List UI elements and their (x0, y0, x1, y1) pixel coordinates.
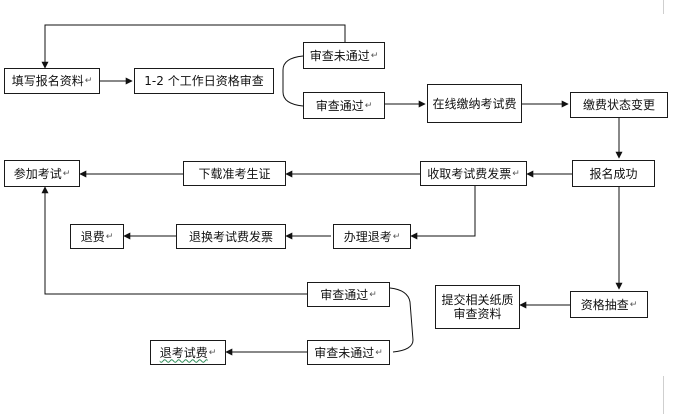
paragraph-mark-icon: ↵ (105, 231, 114, 242)
node-review-pass-2-label: 审查通过 (320, 287, 369, 302)
node-spot-check-label: 资格抽查 (580, 297, 629, 312)
node-download-ticket: 下载准考生证 (183, 161, 286, 186)
paragraph-mark-icon: ↵ (84, 76, 93, 86)
node-withdraw-label: 办理退考 (343, 229, 392, 244)
node-withdraw: 办理退考↵ (333, 224, 411, 249)
edge-pass2-to-exam (41, 186, 307, 295)
node-refund: 退费↵ (70, 224, 124, 249)
edge-receipt-to-withdraw (410, 186, 476, 240)
node-submit-docs-label: 提交相关纸质审查资料 (441, 293, 514, 321)
node-fill-info: 填写报名资料↵ (4, 68, 100, 94)
node-online-pay-label: 在线缴纳考试费 (432, 96, 517, 111)
node-pay-status-label: 缴费状态变更 (582, 98, 655, 112)
node-review-pass-2: 审查通过↵ (307, 282, 390, 307)
node-download-ticket-label: 下载准考生证 (198, 166, 271, 181)
node-refund-fee-label: 退考试费 (159, 345, 208, 360)
paragraph-mark-icon: ↵ (629, 299, 638, 310)
node-review-days-label: 1-2 个工作日资格审查 (144, 74, 264, 88)
paragraph-mark-icon: ↵ (392, 231, 401, 242)
node-refund-label: 退费 (80, 229, 105, 244)
node-exchange-receipt: 退换考试费发票 (176, 224, 286, 249)
edge-submit-bracket (389, 287, 414, 353)
node-submit-docs: 提交相关纸质审查资料 (435, 285, 520, 329)
paragraph-mark-icon: ↵ (512, 168, 520, 179)
node-review-fail-2: 审查未通过↵ (307, 340, 390, 365)
node-review-pass-1: 审查通过↵ (303, 92, 385, 119)
edge-fail-loop (41, 24, 346, 69)
node-spot-check: 资格抽查↵ (570, 291, 648, 318)
paragraph-mark-icon: ↵ (375, 347, 383, 358)
node-fill-info-label: 填写报名资料 (11, 74, 84, 88)
node-review-pass-1-label: 审查通过 (315, 98, 364, 113)
node-signup-ok: 报名成功 (572, 160, 655, 187)
node-review-fail-2-label: 审查未通过 (314, 345, 375, 360)
node-refund-fee: 退考试费↵ (150, 340, 226, 365)
paragraph-mark-icon: ↵ (62, 168, 71, 179)
node-review-days: 1-2 个工作日资格审查 (134, 68, 274, 94)
paragraph-mark-icon: ↵ (208, 347, 217, 358)
paragraph-mark-icon: ↵ (370, 50, 379, 61)
page-margin-mark-bottom (663, 376, 664, 414)
node-review-fail-1-label: 审查未通过 (309, 48, 370, 63)
node-receipt: 收取考试费发票↵ (420, 161, 527, 186)
node-exchange-receipt-label: 退换考试费发票 (188, 229, 273, 244)
node-receipt-label: 收取考试费发票 (427, 166, 512, 181)
node-signup-ok-label: 报名成功 (589, 166, 638, 181)
edge-review-bracket (282, 55, 304, 107)
node-review-fail-1: 审查未通过↵ (303, 42, 385, 69)
paragraph-mark-icon: ↵ (364, 100, 373, 111)
node-take-exam-label: 参加考试 (13, 166, 62, 181)
node-take-exam: 参加考试↵ (4, 160, 80, 187)
page-margin-mark-top (663, 0, 664, 14)
node-online-pay: 在线缴纳考试费 (427, 84, 522, 123)
paragraph-mark-icon: ↵ (369, 289, 377, 300)
node-pay-status: 缴费状态变更 (570, 92, 668, 118)
